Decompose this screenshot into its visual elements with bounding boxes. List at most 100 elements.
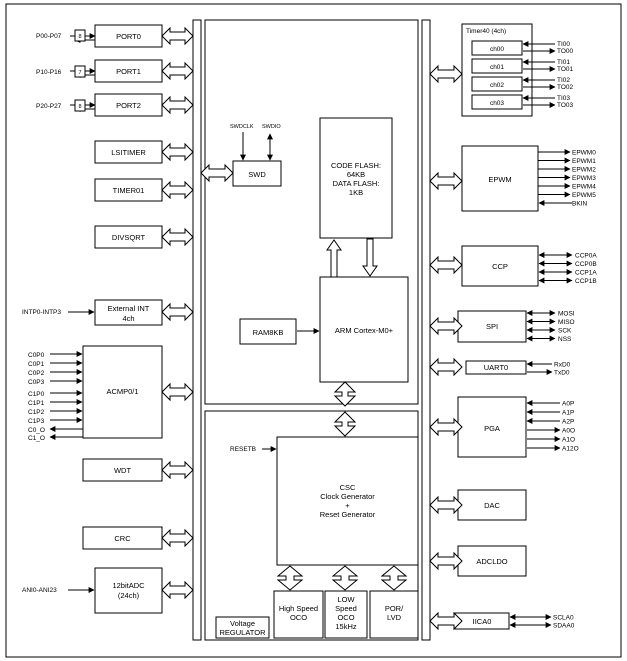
iic-pin-0: SCLA0	[553, 615, 574, 622]
timer40-ch-label-3: ch03	[490, 100, 504, 107]
left-connector-3	[161, 142, 194, 162]
epwm-pin-5: EPWM5	[572, 192, 596, 199]
timer40-label: Timer40 (4ch)	[466, 28, 506, 35]
pga-pin-1: A1P	[562, 410, 574, 417]
flash-label-4: 1KB	[349, 188, 363, 197]
adc-pins-label: ANI0-ANI23	[22, 587, 57, 594]
spi-label: SPI	[486, 322, 498, 331]
loco-arrow	[331, 565, 359, 591]
timer40-in-0: TI00	[557, 41, 570, 48]
left-connector-0	[161, 26, 194, 46]
loco-box	[324, 590, 368, 639]
adc-box	[94, 567, 163, 614]
swdclk-label: SWDCLK	[230, 124, 254, 130]
vreg-label-2: REGULATOR	[220, 628, 267, 637]
extint-label-1: External INT	[108, 304, 150, 313]
right-connector-1	[429, 171, 463, 191]
left-connector-8	[161, 460, 194, 480]
extint-box	[94, 299, 163, 326]
swd-bus-connector	[200, 163, 234, 183]
pga-box	[457, 396, 527, 458]
left-connector-10	[161, 580, 194, 600]
ccp-pin-3: CCP1B	[575, 278, 597, 285]
left-connector-9	[161, 528, 194, 548]
port1-block: P10-P16 7 PORT1	[36, 59, 163, 83]
timer01-label: TIMER01	[113, 186, 145, 195]
spi-pin-3: NSS	[558, 336, 572, 343]
timer40-in-2: TI02	[557, 77, 570, 84]
left-connector-1	[161, 61, 194, 81]
flash-cpu-arrow-up	[326, 239, 342, 278]
cpu-system-arrow-1	[333, 381, 357, 407]
timer40-ch-label-0: ch00	[490, 46, 504, 53]
uart0-box	[465, 360, 527, 375]
port2-pins-label: P20-P27	[36, 103, 62, 110]
ccp-pin-1: CCP0B	[575, 261, 597, 268]
right-connector-7	[429, 551, 463, 571]
timer40-ch-box-1	[471, 58, 523, 74]
left-bus-connectors	[161, 26, 234, 600]
resetb-label: RESETB	[230, 446, 256, 453]
acmp-pin-5: C1P1	[28, 400, 45, 407]
left-connector-5	[161, 227, 194, 247]
ccp-pin-2: CCP1A	[575, 270, 597, 277]
por-arrow	[380, 565, 408, 591]
port2-block: P20-P27 8 PORT2	[36, 93, 163, 117]
left-connector-7	[161, 382, 194, 402]
pga-pin-2: A2P	[562, 419, 574, 426]
hoco-label-2: OCO	[290, 613, 307, 622]
uart-pin-0: RxD0	[554, 362, 571, 369]
adc-label-1: 12bitADC	[112, 581, 145, 590]
port1-width-label: 7	[78, 70, 81, 76]
iica0-label: IICA0	[473, 617, 492, 626]
epwm-pin-0: EPWM0	[572, 150, 596, 157]
core-region	[204, 19, 419, 405]
acmp-pin-4: C1P0	[28, 391, 45, 398]
csc-label-2: Clock Generator	[320, 492, 375, 501]
acmp-label: ACMP0/1	[106, 387, 138, 396]
lsitimer-label: LSITIMER	[111, 148, 146, 157]
iic-pin-1: SDAA0	[553, 623, 575, 630]
flash-label-3: DATA FLASH:	[333, 179, 380, 188]
timer40-in-3: TI03	[557, 95, 570, 102]
swd-box	[232, 160, 282, 187]
right-connector-8	[429, 611, 463, 631]
right-bus-connectors	[429, 64, 463, 631]
spi-pin-1: MISO	[558, 319, 575, 326]
hoco-box	[273, 590, 324, 639]
left-bus	[192, 19, 202, 641]
por-box	[369, 590, 419, 639]
ram-label: RAM8KB	[253, 328, 284, 337]
loco-label-3: OCO	[337, 613, 354, 622]
cpu-system-arrow-2	[333, 411, 357, 437]
port0-block: P00-P07 8 PORT0	[36, 24, 163, 48]
acmp-pin-9: C1_O	[28, 435, 45, 442]
swd-label: SWD	[248, 170, 266, 179]
right-connector-3	[429, 316, 463, 336]
uart-pin-1: TxD0	[554, 370, 570, 377]
vreg-label-1: Voltage	[230, 619, 255, 628]
ccp-label: CCP	[492, 262, 508, 271]
right-connector-0	[429, 64, 463, 84]
flash-box	[319, 117, 393, 239]
crc-label: CRC	[114, 534, 131, 543]
right-bus	[421, 19, 431, 641]
wdt-label: WDT	[114, 466, 131, 475]
acmp-pin-1: C0P1	[28, 361, 45, 368]
outer-frame	[5, 3, 622, 658]
spi-box	[457, 310, 527, 343]
right-connector-6	[429, 495, 463, 515]
port0-width-label: 8	[78, 34, 81, 40]
timer40-ch-box-2	[471, 76, 523, 92]
cpu-box	[319, 276, 409, 383]
epwm-box	[461, 145, 539, 212]
pga-pin-5: A12O	[562, 446, 579, 453]
flash-label-1: CODE FLASH:	[331, 161, 381, 170]
flash-label-2: 64KB	[347, 170, 365, 179]
pga-pin-3: A0O	[562, 428, 575, 435]
left-connector-6	[161, 302, 194, 322]
